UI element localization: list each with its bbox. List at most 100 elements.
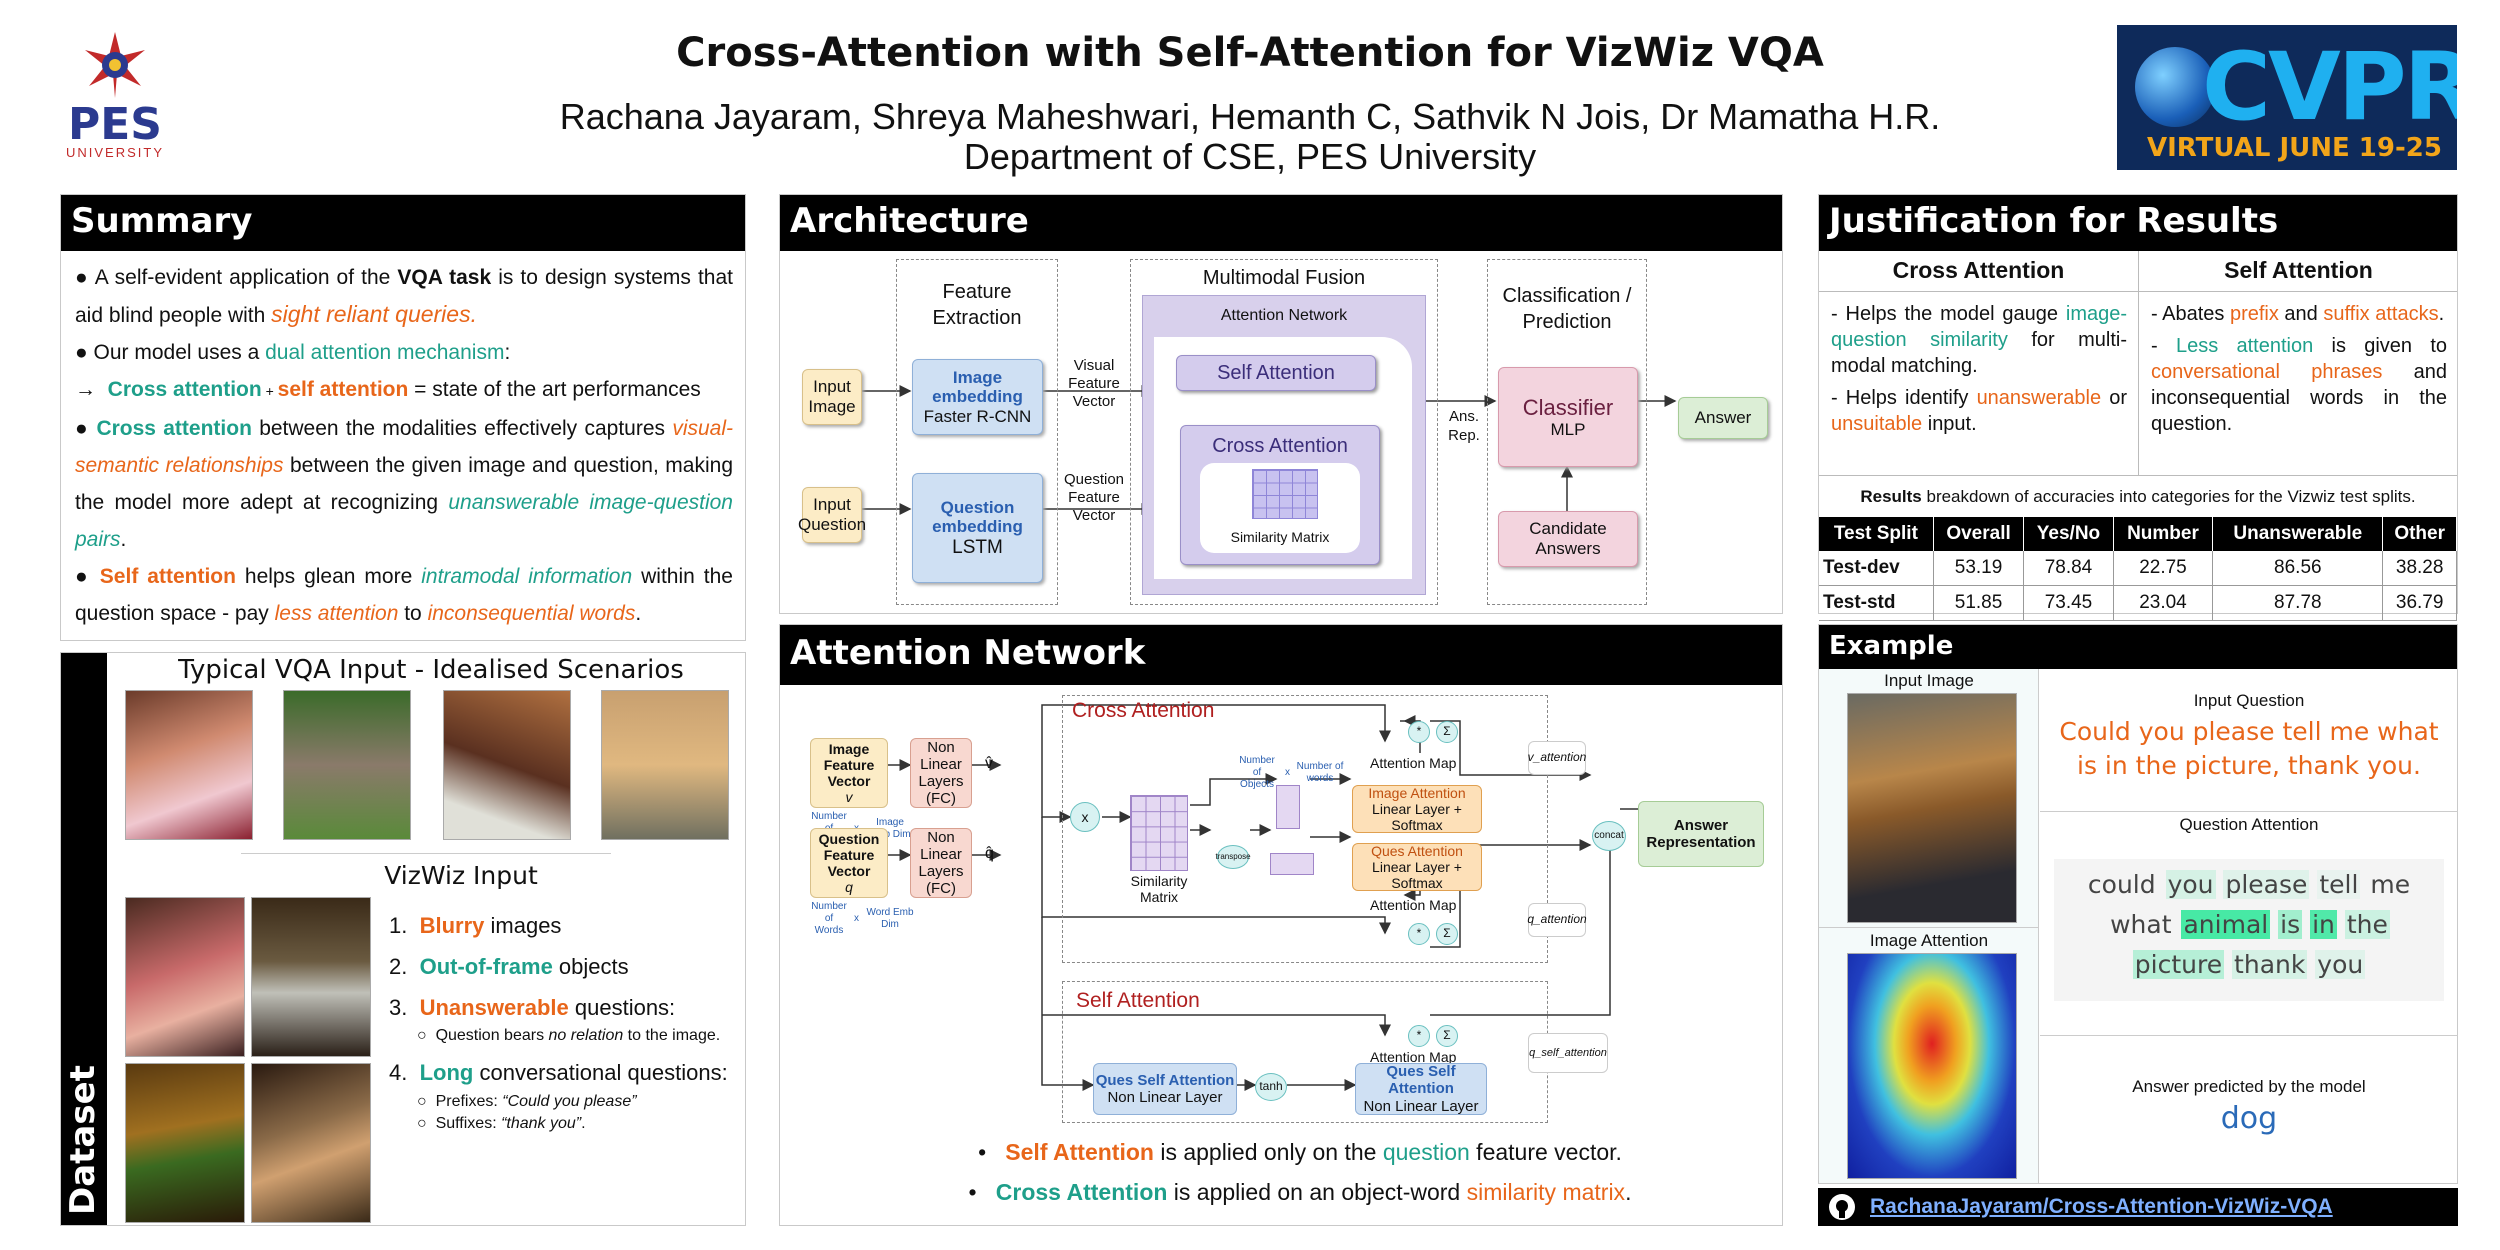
- dataset-divider: [241, 853, 611, 854]
- results-caption: Results breakdown of accuracies into cat…: [1860, 487, 2416, 506]
- pes-logo-text: PES: [68, 99, 162, 150]
- justification-col-divider: [2138, 251, 2139, 475]
- attention-word: what: [2110, 910, 2172, 939]
- multiply-star-icon-3: *: [1408, 1025, 1430, 1047]
- vizwiz-item-2: 2. Out-of-frame objects: [389, 954, 629, 979]
- sum-icon-3: Σ: [1436, 1025, 1458, 1047]
- attention-word: you: [2165, 870, 2216, 899]
- image-embedding-box: Image embedding Faster R-CNN: [912, 359, 1043, 435]
- ques-attention-box: Ques Attention Linear Layer + Softmax: [1352, 843, 1482, 891]
- table-cell: 22.75: [2113, 551, 2214, 586]
- input-image-label: Input Image: [1884, 671, 1974, 690]
- architecture-panel: Architecture Feature Extraction Multimod…: [779, 194, 1783, 614]
- attention-word: you: [2315, 950, 2366, 979]
- similarity-matrix-grid: [1130, 795, 1188, 871]
- table-cell: 87.78: [2212, 585, 2384, 621]
- feature-extraction-title: Feature Extraction: [932, 281, 1022, 329]
- globe-icon: [2135, 47, 2215, 127]
- vizwiz-sub-4b: ○ Suffixes: “thank you”.: [417, 1115, 586, 1132]
- pes-logo: PES UNIVERSITY: [55, 30, 175, 170]
- fusion-group: [1130, 259, 1438, 605]
- vizwiz-list: 1. Blurry images 2. Out-of-frame objects…: [389, 911, 739, 1135]
- answer-text: dog: [2220, 1101, 2278, 1136]
- classifier-box: Classifier MLP: [1498, 367, 1638, 467]
- photo-vizwiz-1: [125, 897, 245, 1057]
- example-left-divider: [1819, 927, 2039, 928]
- image-attention-sub: Linear Layer + Softmax: [1372, 800, 1462, 834]
- attention-map-label-3: Attention Map: [1370, 1049, 1457, 1065]
- attention-network-panel: Attention Network: [779, 624, 1783, 1226]
- question-embedding-title: Question embedding: [932, 497, 1023, 537]
- ques-self-attention-2-sub: Non Linear Layer: [1363, 1097, 1479, 1115]
- results-header-cell: Overall: [1933, 517, 2025, 551]
- github-bar: RachanaJayaram/Cross-Attention-VizWiz-VQ…: [1818, 1188, 2458, 1226]
- question-feature-title: Question Feature Vector: [818, 830, 880, 879]
- dataset-side-header: Dataset: [61, 653, 107, 1225]
- attention-map-label-1: Attention Map: [1370, 755, 1457, 771]
- feature-extraction-group: [896, 259, 1058, 605]
- ques-self-attention-1-title: Ques Self Attention: [1095, 1071, 1235, 1089]
- cvpr-logo: CVPR VIRTUAL JUNE 19-25: [2117, 25, 2457, 170]
- attention-word: thank: [2232, 950, 2308, 979]
- ques-attention-sub: Linear Layer + Softmax: [1372, 858, 1462, 892]
- image-embedding-title: Image embedding: [932, 367, 1023, 407]
- answer-representation-text: Answer Representation: [1646, 816, 1756, 851]
- table-cell: 78.84: [2023, 551, 2114, 586]
- transpose-icon: transpose: [1215, 845, 1251, 869]
- table-cell: 38.28: [2382, 551, 2457, 586]
- attention-map-label-2: Attention Map: [1370, 897, 1457, 913]
- non-linear-layers-2: Non Linear Layers (FC): [910, 828, 972, 898]
- cross-attention-points: - Helps the model gauge image-question s…: [1831, 301, 2127, 437]
- example-right-divider-1: [2040, 811, 2458, 812]
- dataset-panel: Dataset Typical VQA Input - Idealised Sc…: [60, 652, 746, 1226]
- dog-attention-heatmap: [1847, 953, 2017, 1179]
- ques-self-attention-2-title: Ques Self Attention: [1386, 1063, 1456, 1098]
- justification-header: Justification for Results: [1819, 195, 2457, 251]
- question-feature-vector: Question Feature Vector q: [810, 828, 888, 898]
- image-feature-symbol: v: [845, 789, 853, 806]
- attention-network-header: Attention Network: [780, 625, 1782, 685]
- question-feature-symbol: q: [845, 879, 853, 896]
- input-question-text: Could you please tell me what is in the …: [2059, 717, 2439, 780]
- attention-word: me: [2370, 870, 2411, 899]
- attention-word: in: [2310, 910, 2337, 939]
- self-attention-points: - Abates prefix and suffix attacks. - Le…: [2151, 301, 2447, 437]
- image-attention-label: Image Attention: [1869, 931, 1989, 950]
- self-attention-label: Self Attention: [1076, 989, 1200, 1012]
- summary-body: ● A self-evident application of the VQA …: [61, 251, 745, 632]
- ques-self-attention-2: Ques Self Attention Non Linear Layer: [1355, 1063, 1487, 1115]
- vizwiz-sub-3: ○ Question bears no relation to the imag…: [417, 1027, 721, 1044]
- results-header-row: Test Split Overall Yes/No Number Unanswe…: [1819, 517, 2457, 551]
- pes-emblem-icon: [85, 32, 145, 98]
- v-attention-label: v_attention: [1528, 741, 1586, 775]
- affiliation: Department of CSE, PES University: [963, 136, 1537, 177]
- table-cell: Test-dev: [1819, 551, 1934, 586]
- architecture-header: Architecture: [780, 195, 1782, 251]
- answer-label: Answer predicted by the model: [2132, 1077, 2366, 1096]
- attention-note-1: • Self Attention is applied only on the …: [978, 1139, 1622, 1165]
- input-image-box: Input Image: [802, 369, 862, 425]
- table-cell: Test-std: [1819, 585, 1934, 621]
- results-table: Test Split Overall Yes/No Number Unanswe…: [1819, 517, 2457, 621]
- summary-bullet-4: ● Cross attention between the modalities…: [75, 417, 734, 551]
- question-attention-words: could you please tell me what animal is …: [2059, 865, 2439, 985]
- summary-header: Summary: [61, 195, 745, 251]
- justification-results-line: [1819, 475, 2457, 476]
- answer-box: Answer: [1678, 397, 1768, 439]
- results-header-cell: Number: [2113, 517, 2214, 551]
- self-attention-box: Self Attention: [1176, 355, 1376, 391]
- multiply-icon: x: [1070, 802, 1100, 832]
- github-repo-link[interactable]: RachanaJayaram/Cross-Attention-VizWiz-VQ…: [1870, 1195, 2333, 1218]
- table-row: Test-std 51.85 73.45 23.04 87.78 36.79: [1819, 585, 2457, 621]
- q-hat-label: q̂: [985, 845, 994, 862]
- ans-rep-label: Ans. Rep.: [1448, 408, 1480, 444]
- justification-panel: Justification for Results Cross Attentio…: [1818, 194, 2458, 621]
- justification-row-line: [1819, 291, 2457, 292]
- cross-attention-label: Cross Attention: [1072, 699, 1215, 722]
- cross-attention-label: Cross Attention: [1212, 435, 1348, 457]
- summary-bullet-3: → Cross attention + self attention = sta…: [75, 378, 701, 401]
- question-attention-label: Question Attention: [2179, 815, 2319, 834]
- attention-word: tell: [2317, 870, 2361, 899]
- vizwiz-item-3: 3. Unanswerable questions:: [389, 995, 676, 1020]
- attention-word: please: [2223, 870, 2310, 899]
